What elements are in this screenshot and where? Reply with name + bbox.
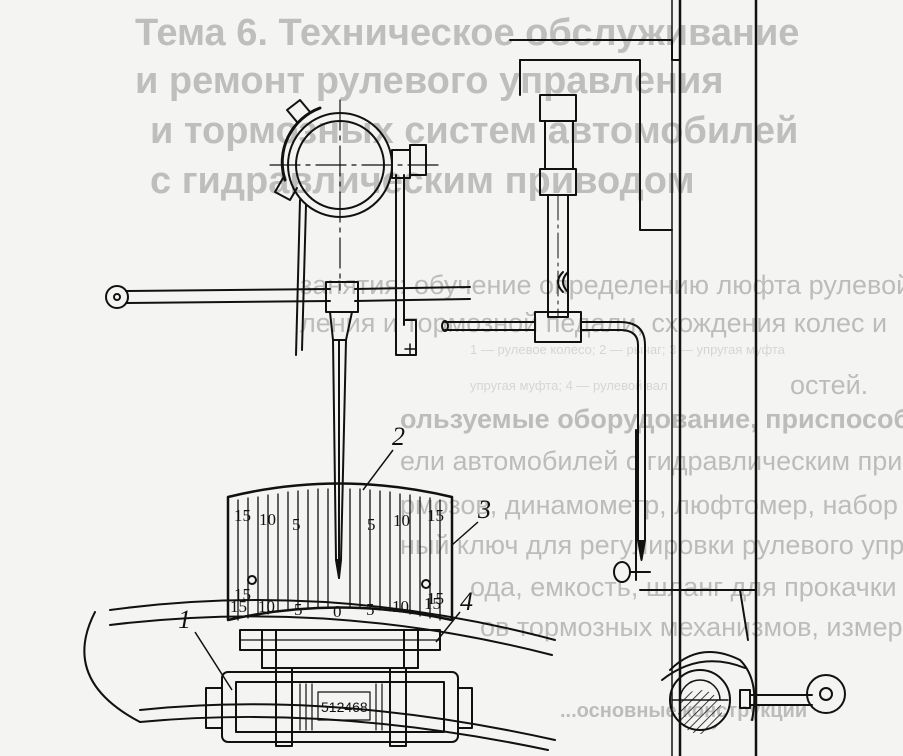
scale-top-label: 5 bbox=[367, 515, 376, 534]
scale-top-label: 10 bbox=[259, 510, 276, 529]
bleed-body-line-7: ный ключ для регулировки рулевого управл… bbox=[400, 530, 903, 560]
bleed-body-line-8: ода, емкость, шланг для прокачки тормозо… bbox=[470, 572, 903, 602]
gauge-support-arm bbox=[105, 281, 471, 313]
hub-shading bbox=[678, 690, 722, 734]
scale-side-label: 15 bbox=[427, 589, 444, 608]
scale-bottom-label: 15 bbox=[230, 597, 247, 616]
bleed-body-line-5: ели автомобилей с гидравлическим приводо… bbox=[400, 446, 903, 476]
callout-4-leader bbox=[435, 611, 461, 643]
tension-body bbox=[205, 667, 473, 747]
callout-1: 1 bbox=[178, 605, 191, 634]
callout-1-leader bbox=[194, 631, 233, 691]
steering-wheel-rim bbox=[83, 599, 556, 751]
scale-bottom-label: 15 bbox=[424, 594, 441, 613]
shaft-clamp-ring bbox=[269, 99, 441, 356]
scale-bottom-label: 10 bbox=[392, 597, 409, 616]
bleed-body-line-3: остей. bbox=[790, 370, 869, 400]
scale-top-label: 5 bbox=[292, 515, 301, 534]
scale-top-label: 10 bbox=[393, 511, 410, 530]
bleed-heading-line-1: Тема 6. Техническое обслуживание bbox=[135, 12, 800, 54]
bleed-heading-line-3: и тормозных систем автомобилей bbox=[150, 110, 799, 152]
scale-side-label: 15 bbox=[234, 585, 251, 604]
scale-bottom-label: 5 bbox=[294, 600, 303, 619]
callout-2: 2 bbox=[392, 422, 405, 451]
scale-top-label: 15 bbox=[234, 506, 251, 525]
bleed-body-line-4: ользуемые оборудование, приспособления, … bbox=[400, 404, 903, 434]
bleed-heading-line-2: и ремонт рулевого управления bbox=[135, 60, 724, 102]
bleed-small-line-2: упругая муфта; 4 — рулевой вал bbox=[470, 378, 668, 393]
callout-4: 4 bbox=[460, 587, 473, 616]
pointer-needle bbox=[329, 311, 353, 579]
scale-bottom-label: 10 bbox=[258, 597, 275, 616]
serial-number: 512468 bbox=[321, 699, 368, 715]
callout-3-leader bbox=[451, 521, 479, 546]
bleed-small-line-1: 1 — рулевое колесо; 2 — рычаг; 3 — упруг… bbox=[470, 342, 785, 357]
rim-clamp bbox=[239, 629, 441, 669]
bleed-body-line-9: ов тормозных механизмов, измерительная л… bbox=[480, 612, 903, 642]
bleed-body-line-6: рмозов, динамометр, люфтомер, набор щупо… bbox=[400, 490, 903, 520]
callout-3: 3 bbox=[477, 495, 491, 524]
right-mount bbox=[441, 0, 758, 756]
bleed-body-line-1: занятия: обучение определению люфта руле… bbox=[300, 270, 903, 300]
bleed-heading-line-4: с гидравлическим приводом bbox=[150, 160, 695, 202]
callout-2-leader bbox=[362, 449, 394, 491]
scale-top-label: 15 bbox=[427, 506, 444, 525]
scale-bottom-label: 0 bbox=[333, 602, 342, 621]
scale-bottom-label: 5 bbox=[366, 600, 375, 619]
